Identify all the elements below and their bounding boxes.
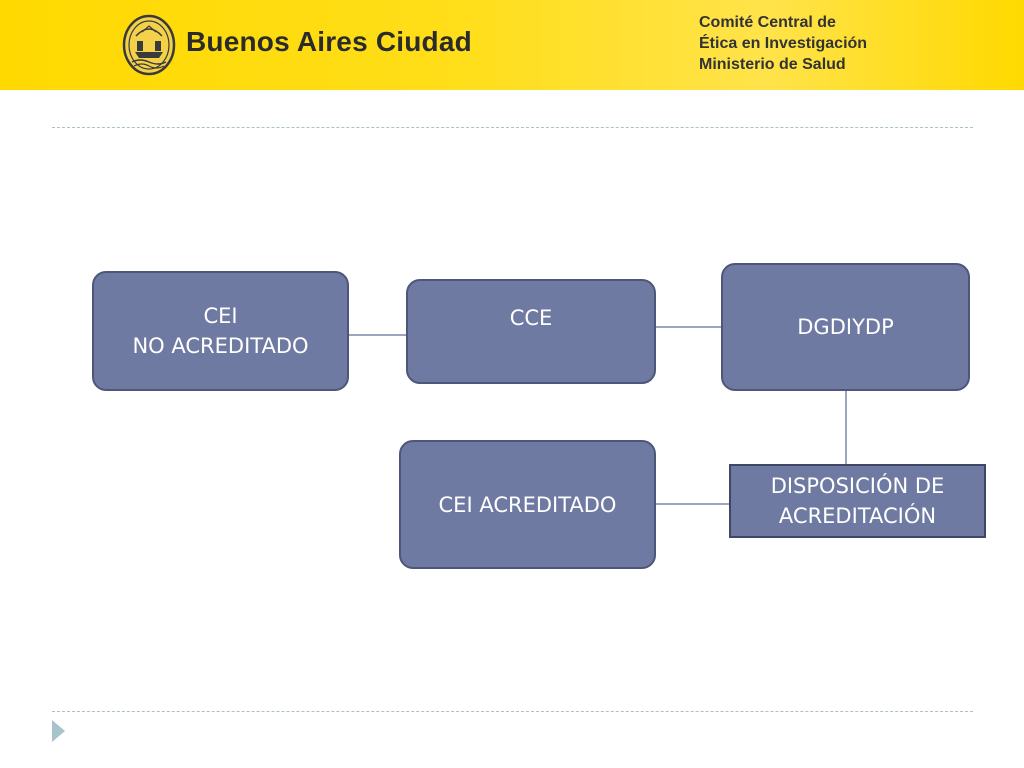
committee-line: Comité Central de xyxy=(699,14,836,31)
node-label-line: CEI ACREDITADO xyxy=(438,492,617,517)
node-cce: CCE xyxy=(406,279,656,384)
committee-line: Ministerio de Salud xyxy=(699,56,846,73)
committee-title: Comité Central de Ética en Investigación… xyxy=(699,12,867,75)
committee-line: Ética en Investigación xyxy=(699,35,868,52)
bottom-divider xyxy=(52,711,973,712)
node-label-line: NO ACREDITADO xyxy=(132,334,309,358)
brand-name: Buenos Aires Ciudad xyxy=(186,26,472,57)
node-cei-no-acreditado: CEI NO ACREDITADO xyxy=(92,271,349,391)
node-label-line: CEI xyxy=(203,304,238,328)
city-seal-icon xyxy=(122,14,176,76)
node-cei-acreditado: CEI ACREDITADO xyxy=(399,440,656,569)
header-banner: Buenos Aires Ciudad Comité Central de Ét… xyxy=(0,0,1024,90)
node-disposicion-de-acreditacion: DISPOSICIÓN DE ACREDITACIÓN xyxy=(729,464,986,538)
play-triangle-icon[interactable] xyxy=(52,720,65,742)
node-label-line: ACREDITACIÓN xyxy=(778,504,937,528)
top-divider xyxy=(52,127,973,128)
node-dgdiydp: DGDIYDP xyxy=(721,263,970,391)
node-label-line: CCE xyxy=(509,306,553,330)
node-label-line: DISPOSICIÓN DE xyxy=(770,474,945,498)
node-label-line: DGDIYDP xyxy=(797,315,894,339)
